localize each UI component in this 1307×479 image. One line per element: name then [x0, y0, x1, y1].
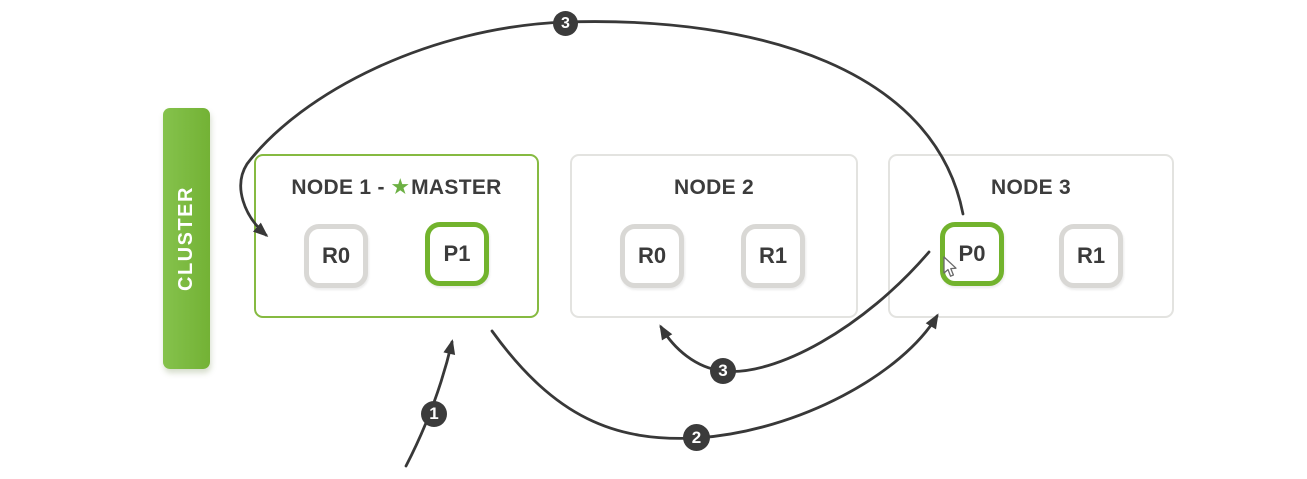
- step-badge-1: 1: [421, 401, 447, 427]
- node-1-title-text: NODE 1 -: [291, 176, 385, 199]
- shard-node1-r0: R0: [304, 224, 368, 288]
- node-2-title-text: NODE 2: [674, 176, 754, 199]
- cluster-bar: CLUSTER: [163, 108, 210, 369]
- step-badge-2: 2: [683, 424, 710, 451]
- shard-label: R1: [1076, 243, 1106, 268]
- master-label: MASTER: [411, 176, 502, 199]
- step-badge-3-top: 3: [553, 11, 578, 36]
- shard-node1-p1: P1: [425, 222, 489, 286]
- step-badge-label: 2: [691, 427, 702, 447]
- shard-node3-r1: R1: [1059, 224, 1123, 288]
- step-badge-3-middle: 3: [710, 358, 736, 384]
- node-1-title: NODE 1 - ★MASTER: [256, 176, 537, 200]
- shard-node2-r0: R0: [620, 224, 684, 288]
- step-badge-label: 1: [429, 404, 439, 423]
- node-3-title: NODE 3: [890, 176, 1172, 200]
- step-badge-label: 3: [561, 14, 570, 32]
- mouse-cursor-icon: [943, 256, 957, 277]
- node-2-box: NODE 2 R0 R1: [570, 154, 858, 318]
- shard-label: P1: [443, 241, 471, 266]
- node-3-title-text: NODE 3: [991, 176, 1071, 199]
- master-star-icon: ★: [391, 177, 410, 198]
- node-3-box: NODE 3 P0 R1: [888, 154, 1174, 318]
- node-2-title: NODE 2: [572, 176, 856, 200]
- node-1-box: NODE 1 - ★MASTER R0 P1: [254, 154, 539, 318]
- shard-node2-r1: R1: [741, 224, 805, 288]
- shard-label: R0: [637, 243, 667, 268]
- step-badge-label: 3: [718, 361, 728, 380]
- shard-label: P0: [958, 241, 986, 266]
- shard-label: R0: [321, 243, 351, 268]
- cluster-label: CLUSTER: [175, 186, 198, 291]
- shard-label: R1: [758, 243, 788, 268]
